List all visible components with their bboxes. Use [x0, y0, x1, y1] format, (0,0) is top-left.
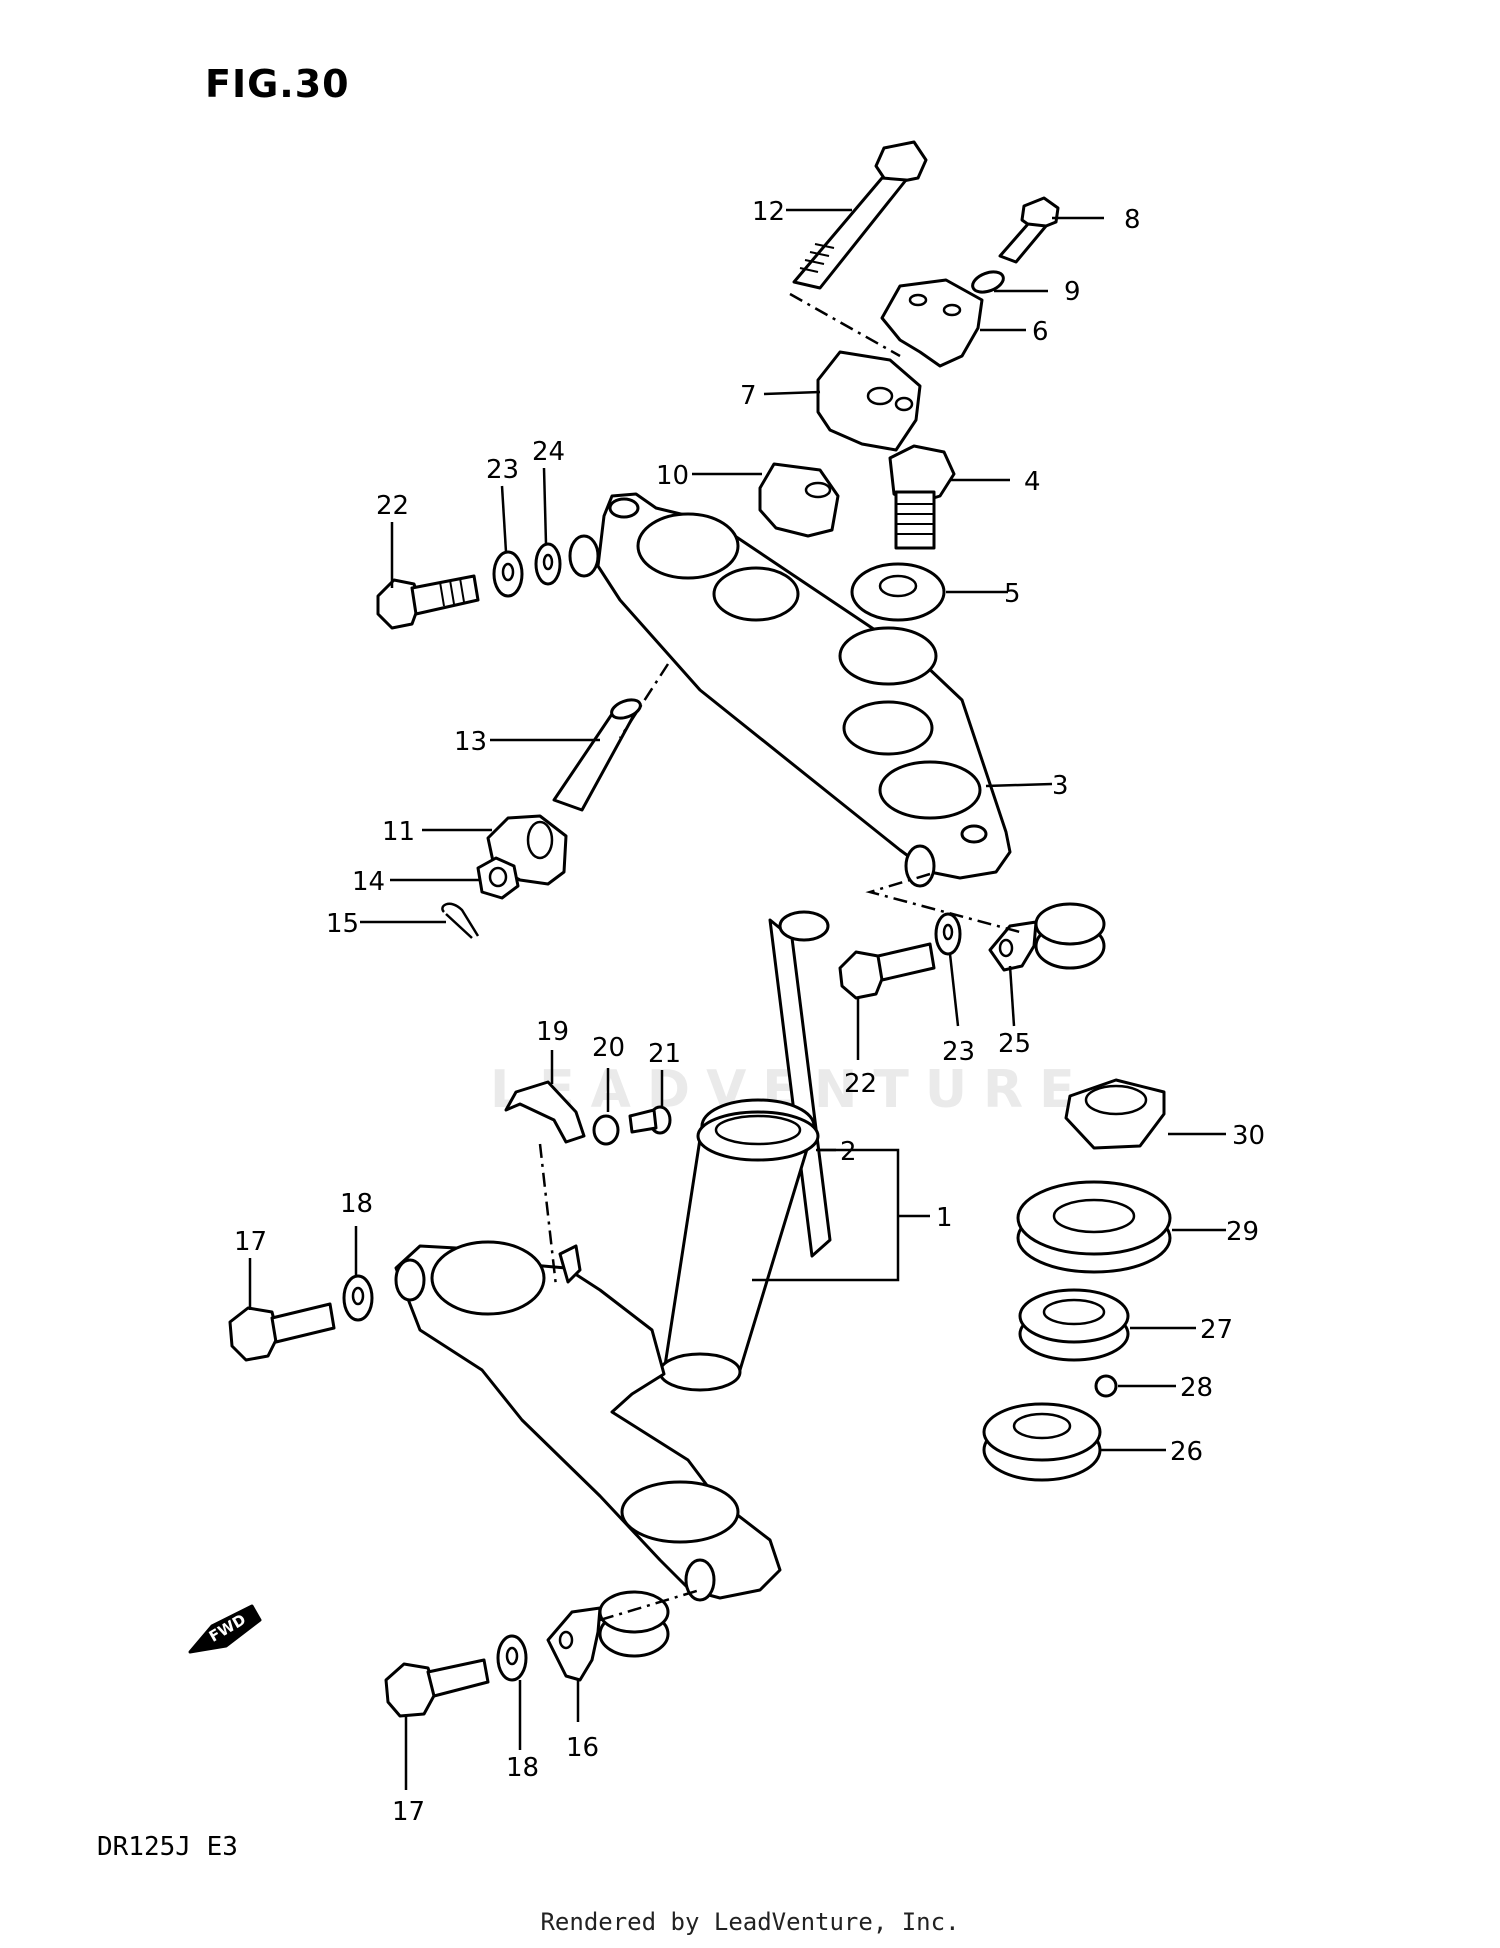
- part-21-screw: [628, 1105, 672, 1135]
- assembly-line-12: [789, 292, 901, 358]
- callout-19: 19: [536, 1017, 569, 1047]
- part-27-bearing-race: [1018, 1288, 1130, 1362]
- callout-21: 21: [648, 1039, 681, 1069]
- part-15-cotter-pin: [441, 902, 480, 939]
- callout-27: 27: [1200, 1315, 1233, 1345]
- assembly-line-19: [538, 1143, 558, 1287]
- part-23-washer-upper: [492, 550, 524, 598]
- part-26-bearing-race-lower: [982, 1402, 1102, 1482]
- assembly-line-lower: [599, 1588, 701, 1622]
- callout-30: 30: [1232, 1121, 1265, 1151]
- leader-lines: [248, 208, 1226, 1790]
- part-18-washer-lower: [496, 1634, 528, 1682]
- part-grommet-upper: [1034, 902, 1106, 970]
- callout-15: 15: [326, 909, 359, 939]
- callout-9: 9: [1064, 277, 1081, 307]
- part-7-handlebar-holder-lower: [816, 350, 922, 452]
- part-13-pipe: [552, 698, 642, 812]
- callout-5: 5: [1004, 579, 1021, 609]
- part-29-dust-seal: [1016, 1180, 1172, 1274]
- part-14-nut: [476, 856, 520, 900]
- callout-17-lower: 17: [392, 1797, 425, 1827]
- part-grommet-lower: [598, 1590, 670, 1658]
- part-24-washer: [534, 542, 562, 586]
- callout-11: 11: [382, 817, 415, 847]
- callout-16: 16: [566, 1733, 599, 1763]
- part-lower-bracket: [394, 1240, 782, 1602]
- part-19-clamp: [504, 1080, 586, 1144]
- callout-2: 2: [840, 1137, 857, 1167]
- callout-3: 3: [1052, 771, 1069, 801]
- part-6-handlebar-holder-upper: [880, 278, 984, 368]
- part-25-bracket: [988, 920, 1038, 972]
- callout-28: 28: [1180, 1373, 1213, 1403]
- callout-12: 12: [752, 197, 785, 227]
- callout-8: 8: [1124, 205, 1141, 235]
- callout-7: 7: [740, 381, 757, 411]
- callout-25: 25: [998, 1029, 1031, 1059]
- callout-1: 1: [936, 1203, 953, 1233]
- callout-13: 13: [454, 727, 487, 757]
- model-code: DR125J E3: [97, 1832, 238, 1862]
- part-20-washer: [592, 1114, 620, 1146]
- callout-18-upper: 18: [340, 1189, 373, 1219]
- callout-23-lower: 23: [942, 1037, 975, 1067]
- callout-24: 24: [532, 437, 565, 467]
- part-17-bolt-lower: [384, 1658, 490, 1718]
- part-4-stem-bolt: [888, 444, 956, 550]
- part-8-bolt: [998, 196, 1060, 264]
- part-18-washer-upper: [342, 1274, 374, 1322]
- part-17-bolt-upper: [228, 1302, 336, 1362]
- callout-17-upper: 17: [234, 1227, 267, 1257]
- callout-20: 20: [592, 1033, 625, 1063]
- callout-22-upper: 22: [376, 491, 409, 521]
- part-16-bracket: [546, 1606, 602, 1682]
- assembly-line-3-25: [865, 872, 1021, 934]
- figure-title: FIG.30: [205, 62, 350, 106]
- part-10-cushion: [758, 462, 840, 538]
- part-9-lockwasher: [971, 270, 1005, 294]
- part-22-bolt-lower: [838, 942, 936, 1000]
- callout-labels: 12 8 9 6 7 10 4 5 3 22 23 24 13 11 14 15…: [206, 197, 1265, 1827]
- callout-14: 14: [352, 867, 385, 897]
- callout-23-upper: 23: [486, 455, 519, 485]
- part-28-ball: [1094, 1374, 1118, 1398]
- part-2-bearing: [696, 1110, 820, 1162]
- part-3-upper-bracket: [568, 492, 1012, 888]
- part-30-nut: [1064, 1078, 1166, 1150]
- part-5-washer: [850, 562, 946, 622]
- callout-6: 6: [1032, 317, 1049, 347]
- part-23-washer-lower: [934, 912, 962, 956]
- callout-18-lower: 18: [506, 1753, 539, 1783]
- fwd-arrow-icon: [188, 1604, 262, 1654]
- footer-credit: Rendered by LeadVenture, Inc.: [540, 1908, 960, 1936]
- callout-29: 29: [1226, 1217, 1259, 1247]
- callout-22-lower: 22: [844, 1069, 877, 1099]
- callout-26: 26: [1170, 1437, 1203, 1467]
- part-22-bolt-upper: [376, 574, 480, 630]
- callout-10: 10: [656, 461, 689, 491]
- part-12-bolt: [792, 140, 928, 290]
- callout-4: 4: [1024, 467, 1041, 497]
